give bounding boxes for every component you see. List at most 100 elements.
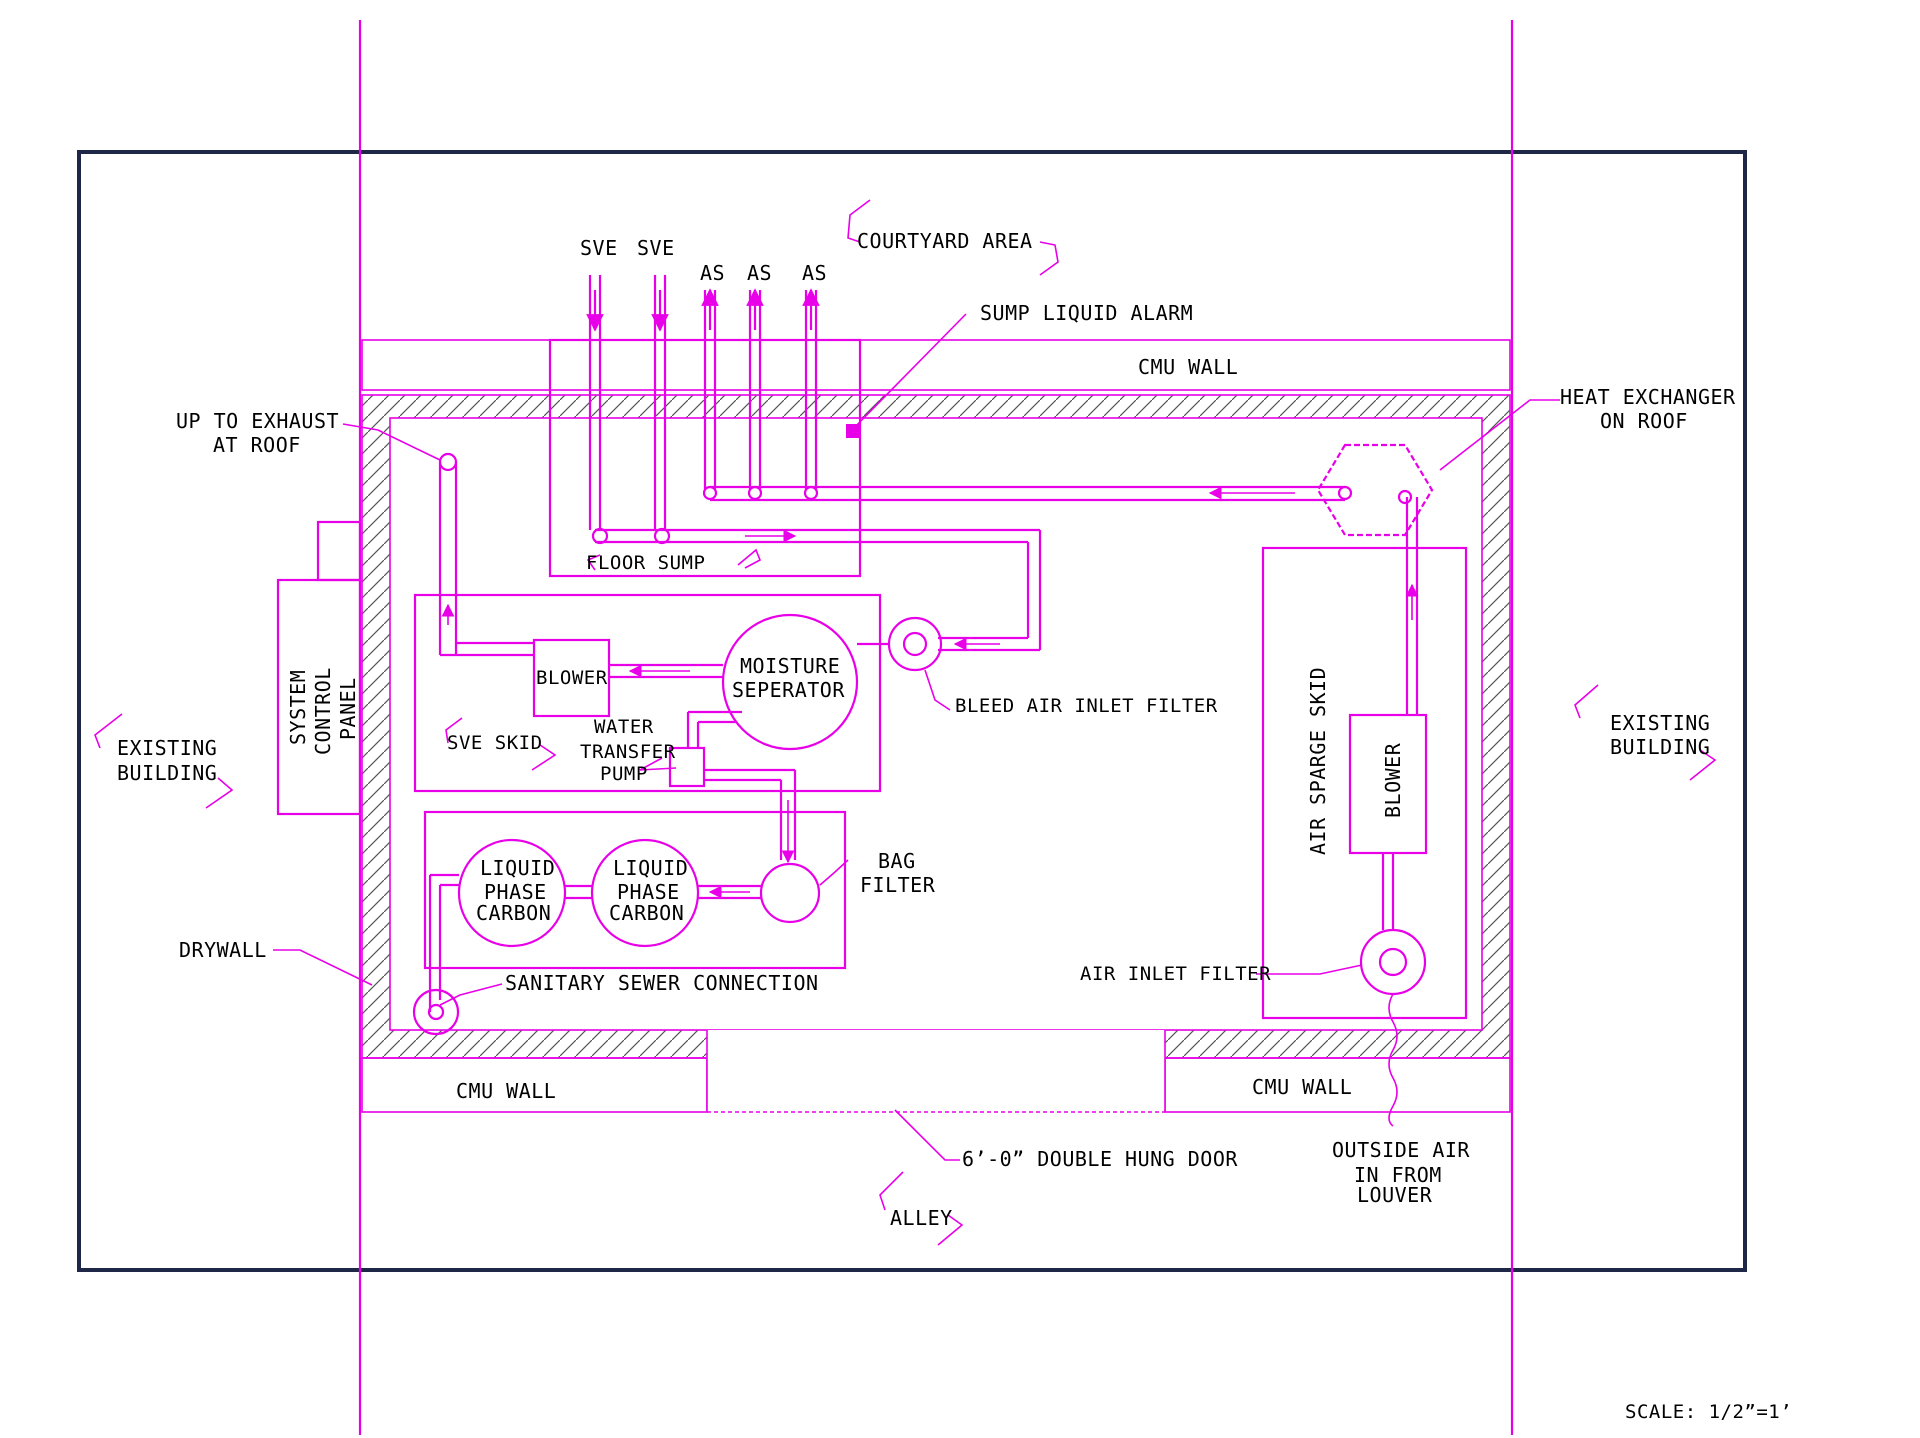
sve-label-1: SVE xyxy=(580,236,618,260)
heat-exchanger-inlet xyxy=(1337,485,1353,501)
as-label-2: AS xyxy=(747,261,772,285)
leader-sump-alarm xyxy=(849,313,967,433)
lpc1-label-1: LIQUID xyxy=(480,856,555,880)
as-elbow-2 xyxy=(747,485,763,501)
control-panel-conduit xyxy=(316,520,362,582)
up-exhaust-label-2: AT ROOF xyxy=(213,433,301,457)
as-elbow-1 xyxy=(702,485,718,501)
wtp-label-2: TRANSFER xyxy=(580,741,676,763)
cmu-wall-bottom-left-label: CMU WALL xyxy=(456,1079,556,1103)
moisture-separator-label-1: MOISTURE xyxy=(740,654,840,678)
door-label: 6’-0” DOUBLE HUNG DOOR xyxy=(962,1147,1238,1171)
door-opening xyxy=(707,1030,1165,1112)
sump-liquid-alarm xyxy=(846,424,860,438)
moisture-separator-label-2: SEPERATOR xyxy=(732,678,845,702)
leader-sanitary xyxy=(439,983,503,1006)
heat-exchanger-label-2: ON ROOF xyxy=(1600,409,1688,433)
sanitary-sewer-label: SANITARY SEWER CONNECTION xyxy=(505,971,819,995)
leader-up-exhaust xyxy=(342,423,441,461)
callout-mark-courtyard-b xyxy=(1039,241,1059,276)
leader-air-inlet xyxy=(1256,964,1363,975)
callout-mark-existing-left-b xyxy=(205,777,234,809)
cmu-wall-top xyxy=(361,339,1511,391)
drywall-outer xyxy=(361,394,1511,1059)
sve-label-2: SVE xyxy=(637,236,675,260)
leader-heat-exchanger xyxy=(1439,399,1560,471)
drywall-hatch xyxy=(362,395,1510,1058)
existing-left-label-2: BUILDING xyxy=(117,761,217,785)
existing-left-label-1: EXISTING xyxy=(117,736,217,760)
bleed-air-inlet-filter-core xyxy=(902,631,928,657)
outside-air-label-1: OUTSIDE AIR xyxy=(1332,1138,1470,1162)
air-sparge-skid xyxy=(1261,546,1468,1020)
up-exhaust-label-1: UP TO EXHAUST xyxy=(176,409,339,433)
heat-exchanger xyxy=(1316,443,1434,537)
air-inlet-filter-label: AIR INLET FILTER xyxy=(1080,963,1271,985)
courtyard-label: COURTYARD AREA xyxy=(857,229,1033,253)
lpc2-label-1: LIQUID xyxy=(613,856,688,880)
callout-mark-courtyard-a xyxy=(847,199,871,243)
site-boundary-frame xyxy=(77,150,1747,1272)
callout-mark-alley-b xyxy=(937,1214,964,1246)
control-panel-label-3: PANEL xyxy=(336,677,360,740)
control-panel-label-1: SYSTEM xyxy=(286,670,310,745)
sve-skid-label: SVE SKID xyxy=(447,732,543,754)
existing-right-label-1: EXISTING xyxy=(1610,711,1710,735)
as-elbow-3 xyxy=(803,485,819,501)
floor-sump-label: FLOOR SUMP xyxy=(586,552,705,574)
outside-air-duct xyxy=(1388,993,1398,1127)
callout-mark-floor-sump-b xyxy=(737,548,762,569)
bag-filter-label-1: BAG xyxy=(878,849,916,873)
callout-mark-existing-right-b xyxy=(1689,749,1717,781)
bag-filter-label-2: FILTER xyxy=(860,873,936,897)
liquid-phase-carbon-1 xyxy=(457,838,567,948)
as-blower xyxy=(1348,713,1428,855)
callout-mark-existing-left-a xyxy=(94,713,123,749)
sump-liquid-alarm-label: SUMP LIQUID ALARM xyxy=(980,301,1193,325)
sve-blower-label: BLOWER xyxy=(536,667,608,689)
sanitary-sewer-core xyxy=(427,1003,445,1021)
drywall-label: DRYWALL xyxy=(179,938,267,962)
callout-mark-alley-a xyxy=(879,1171,904,1211)
bag-filter xyxy=(759,862,821,924)
lpc1-label-2: PHASE xyxy=(484,880,547,904)
alley-label: ALLEY xyxy=(890,1206,953,1230)
wtp-label-3: PUMP xyxy=(600,763,648,785)
leader-bag-filter xyxy=(819,859,849,886)
outside-air-label-3: LOUVER xyxy=(1357,1183,1433,1207)
callout-mark-sve-skid-b xyxy=(531,744,557,771)
wtp-label-1: WATER xyxy=(594,716,654,738)
exhaust-roof-outlet xyxy=(438,452,458,472)
carbon-skid xyxy=(423,810,847,970)
bleed-air-inlet-filter xyxy=(887,616,943,672)
leader-pump xyxy=(639,757,677,771)
cmu-wall-bottom-right-label: CMU WALL xyxy=(1252,1075,1352,1099)
sve-elbow-2 xyxy=(653,527,671,545)
bleed-air-label: BLEED AIR INLET FILTER xyxy=(955,695,1218,717)
air-inlet-filter xyxy=(1359,928,1427,996)
sanitary-sewer-connection xyxy=(412,988,460,1036)
control-panel-label-2: CONTROL xyxy=(311,667,335,755)
lpc2-label-2: PHASE xyxy=(617,880,680,904)
callout-mark-existing-right-a xyxy=(1574,684,1599,719)
existing-right-label-2: BUILDING xyxy=(1610,735,1710,759)
heat-exchanger-outlet xyxy=(1397,489,1413,505)
moisture-separator xyxy=(721,613,859,751)
cmu-wall-top-label: CMU WALL xyxy=(1138,355,1238,379)
outside-air-label-2: IN FROM xyxy=(1354,1163,1442,1187)
as-label-1: AS xyxy=(700,261,725,285)
leader-drywall xyxy=(273,949,373,986)
sve-elbow-1 xyxy=(591,527,609,545)
sve-skid xyxy=(413,593,882,793)
air-sparge-skid-label: AIR SPARGE SKID xyxy=(1306,667,1330,855)
heat-exchanger-label-1: HEAT EXCHANGER xyxy=(1560,385,1736,409)
as-label-3: AS xyxy=(802,261,827,285)
as-blower-label: BLOWER xyxy=(1381,742,1405,818)
air-inlet-filter-core xyxy=(1378,947,1408,977)
leader-bleed-air xyxy=(924,669,951,711)
liquid-phase-carbon-2 xyxy=(590,838,700,948)
leader-door xyxy=(894,1109,960,1161)
callout-mark-floor-sump-a xyxy=(586,554,601,571)
